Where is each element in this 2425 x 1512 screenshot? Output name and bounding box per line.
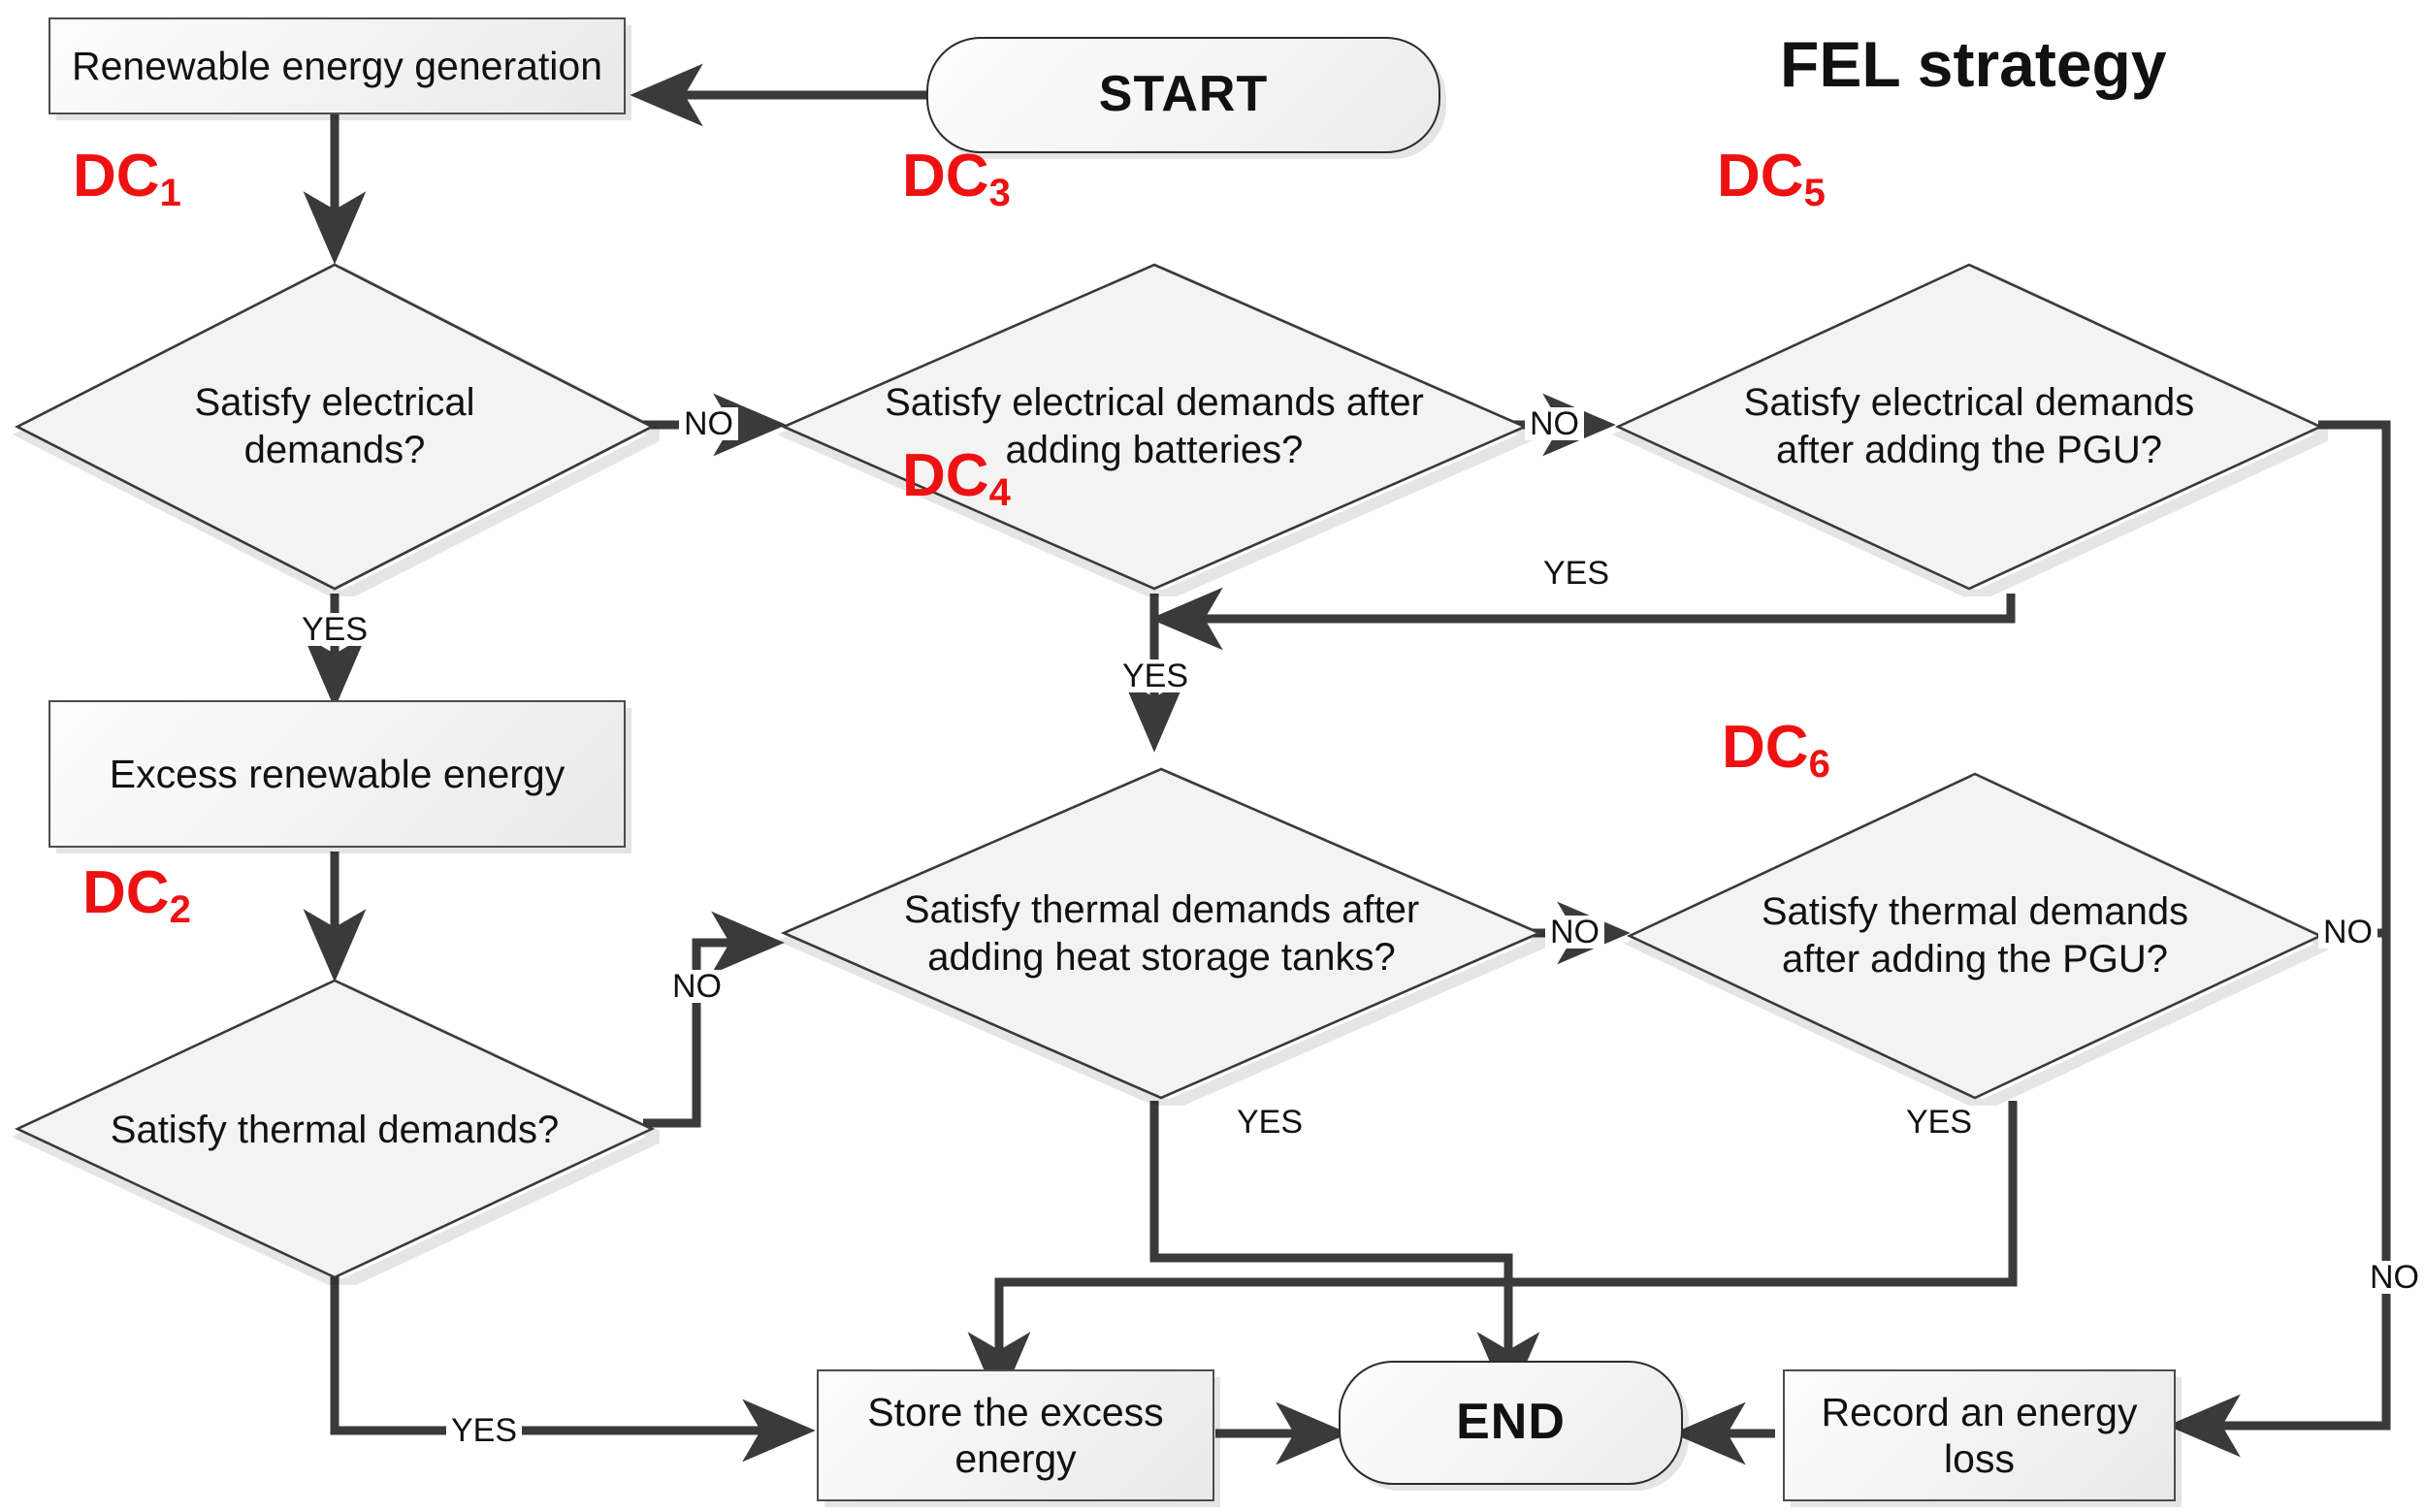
- dc2-diamond-shape: [11, 979, 660, 1285]
- dc4-tag-sub: 4: [988, 471, 1011, 514]
- start-node-label: START: [1098, 66, 1269, 123]
- edge-dc2-no-to-dc4: [643, 911, 785, 1128]
- renewable-generation-node[interactable]: Renewable energy generation: [48, 17, 626, 114]
- dc1-node[interactable]: Satisfy electrical demands?: [10, 257, 660, 596]
- dc2-tag: DC2: [82, 858, 191, 931]
- dc6-node[interactable]: Satisfy thermal demands after adding the…: [1622, 766, 2328, 1106]
- edge-label-dc2-no: NO: [667, 970, 727, 1003]
- store-excess-node[interactable]: Store the excess energy: [817, 1369, 1214, 1501]
- dc4-node[interactable]: Satisfy thermal demands after adding hea…: [776, 761, 1547, 1106]
- record-loss-node[interactable]: Record an energy loss: [1783, 1369, 2176, 1501]
- renewable-generation-label: Renewable energy generation: [71, 43, 603, 88]
- edge-label-dc3-no: NO: [1525, 407, 1584, 440]
- excess-renewable-label: Excess renewable energy: [109, 751, 566, 796]
- edge-dc6-yes-to-store: [967, 1101, 2018, 1405]
- dc4-diamond-shape: [776, 767, 1547, 1106]
- dc4-label: Satisfy thermal demands after adding hea…: [903, 887, 1420, 979]
- dc2-node[interactable]: Satisfy thermal demands?: [10, 975, 660, 1285]
- dc5-node[interactable]: Satisfy electrical demands after adding …: [1610, 257, 2328, 596]
- dc3-tag-sub: 3: [988, 172, 1011, 214]
- edge-label-dc4-yes: YES: [1232, 1106, 1309, 1139]
- edge-label-dc2-yes: YES: [446, 1414, 523, 1447]
- edge-dc5-no-to-record: [2167, 420, 2391, 1458]
- dc4-tag: DC4: [902, 441, 1011, 514]
- dc1-tag: DC1: [73, 142, 181, 214]
- record-loss-label: Record an energy loss: [1821, 1389, 2138, 1481]
- dc2-label: Satisfy thermal demands?: [110, 1108, 560, 1151]
- dc6-tag: DC6: [1722, 713, 1830, 786]
- diagram-title: FEL strategy: [1780, 28, 2167, 100]
- dc6-tag-text: DC: [1722, 714, 1809, 781]
- dc5-label: Satisfy electrical demands after adding …: [1743, 381, 2195, 471]
- dc3-diamond-shape: [777, 263, 1533, 596]
- dc2-tag-sub: 2: [169, 888, 191, 931]
- dc1-label: Satisfy electrical demands?: [194, 381, 475, 471]
- dc3-tag: DC3: [902, 142, 1011, 214]
- dc1-diamond-shape: [12, 263, 660, 596]
- end-node-label: END: [1456, 1394, 1566, 1451]
- edge-label-dc5-no: NO: [2365, 1261, 2424, 1294]
- dc3-tag-text: DC: [902, 143, 989, 209]
- edge-label-dc4-no: NO: [1545, 916, 1604, 949]
- dc5-tag: DC5: [1717, 142, 1826, 214]
- dc5-diamond-shape: [1611, 263, 2328, 596]
- dc1-tag-sub: 1: [159, 172, 181, 214]
- dc3-node[interactable]: Satisfy electrical demands after adding …: [776, 257, 1533, 596]
- edge-label-dc5-yes: YES: [1538, 557, 1615, 590]
- dc1-tag-text: DC: [73, 143, 160, 209]
- dc4-tag-text: DC: [902, 442, 989, 509]
- dc6-diamond-shape: [1623, 772, 2328, 1106]
- edge-label-dc1-no: NO: [679, 407, 738, 440]
- edge-label-dc6-no: NO: [2318, 916, 2377, 949]
- edge-label-dc6-yes: YES: [1901, 1106, 1978, 1139]
- end-node[interactable]: END: [1339, 1361, 1683, 1485]
- dc6-label: Satisfy thermal demands after adding the…: [1761, 890, 2189, 981]
- edge-dc5-yes-to-dc3-bottom: [1149, 587, 2016, 651]
- excess-renewable-node[interactable]: Excess renewable energy: [48, 700, 626, 848]
- dc6-tag-sub: 6: [1808, 743, 1830, 786]
- dc2-tag-text: DC: [82, 859, 170, 926]
- start-node[interactable]: START: [926, 37, 1440, 153]
- dc5-tag-sub: 5: [1803, 172, 1826, 214]
- edge-label-dc1-yes: YES: [297, 613, 373, 646]
- edge-dc4-yes-to-end: [1149, 1101, 1540, 1405]
- dc3-label: Satisfy electrical demands after adding …: [885, 381, 1424, 471]
- edge-dc2-yes-to-store: [330, 1272, 816, 1463]
- dc5-tag-text: DC: [1717, 143, 1804, 209]
- store-excess-label: Store the excess energy: [867, 1389, 1164, 1481]
- edge-label-dc3-yes: YES: [1117, 659, 1194, 692]
